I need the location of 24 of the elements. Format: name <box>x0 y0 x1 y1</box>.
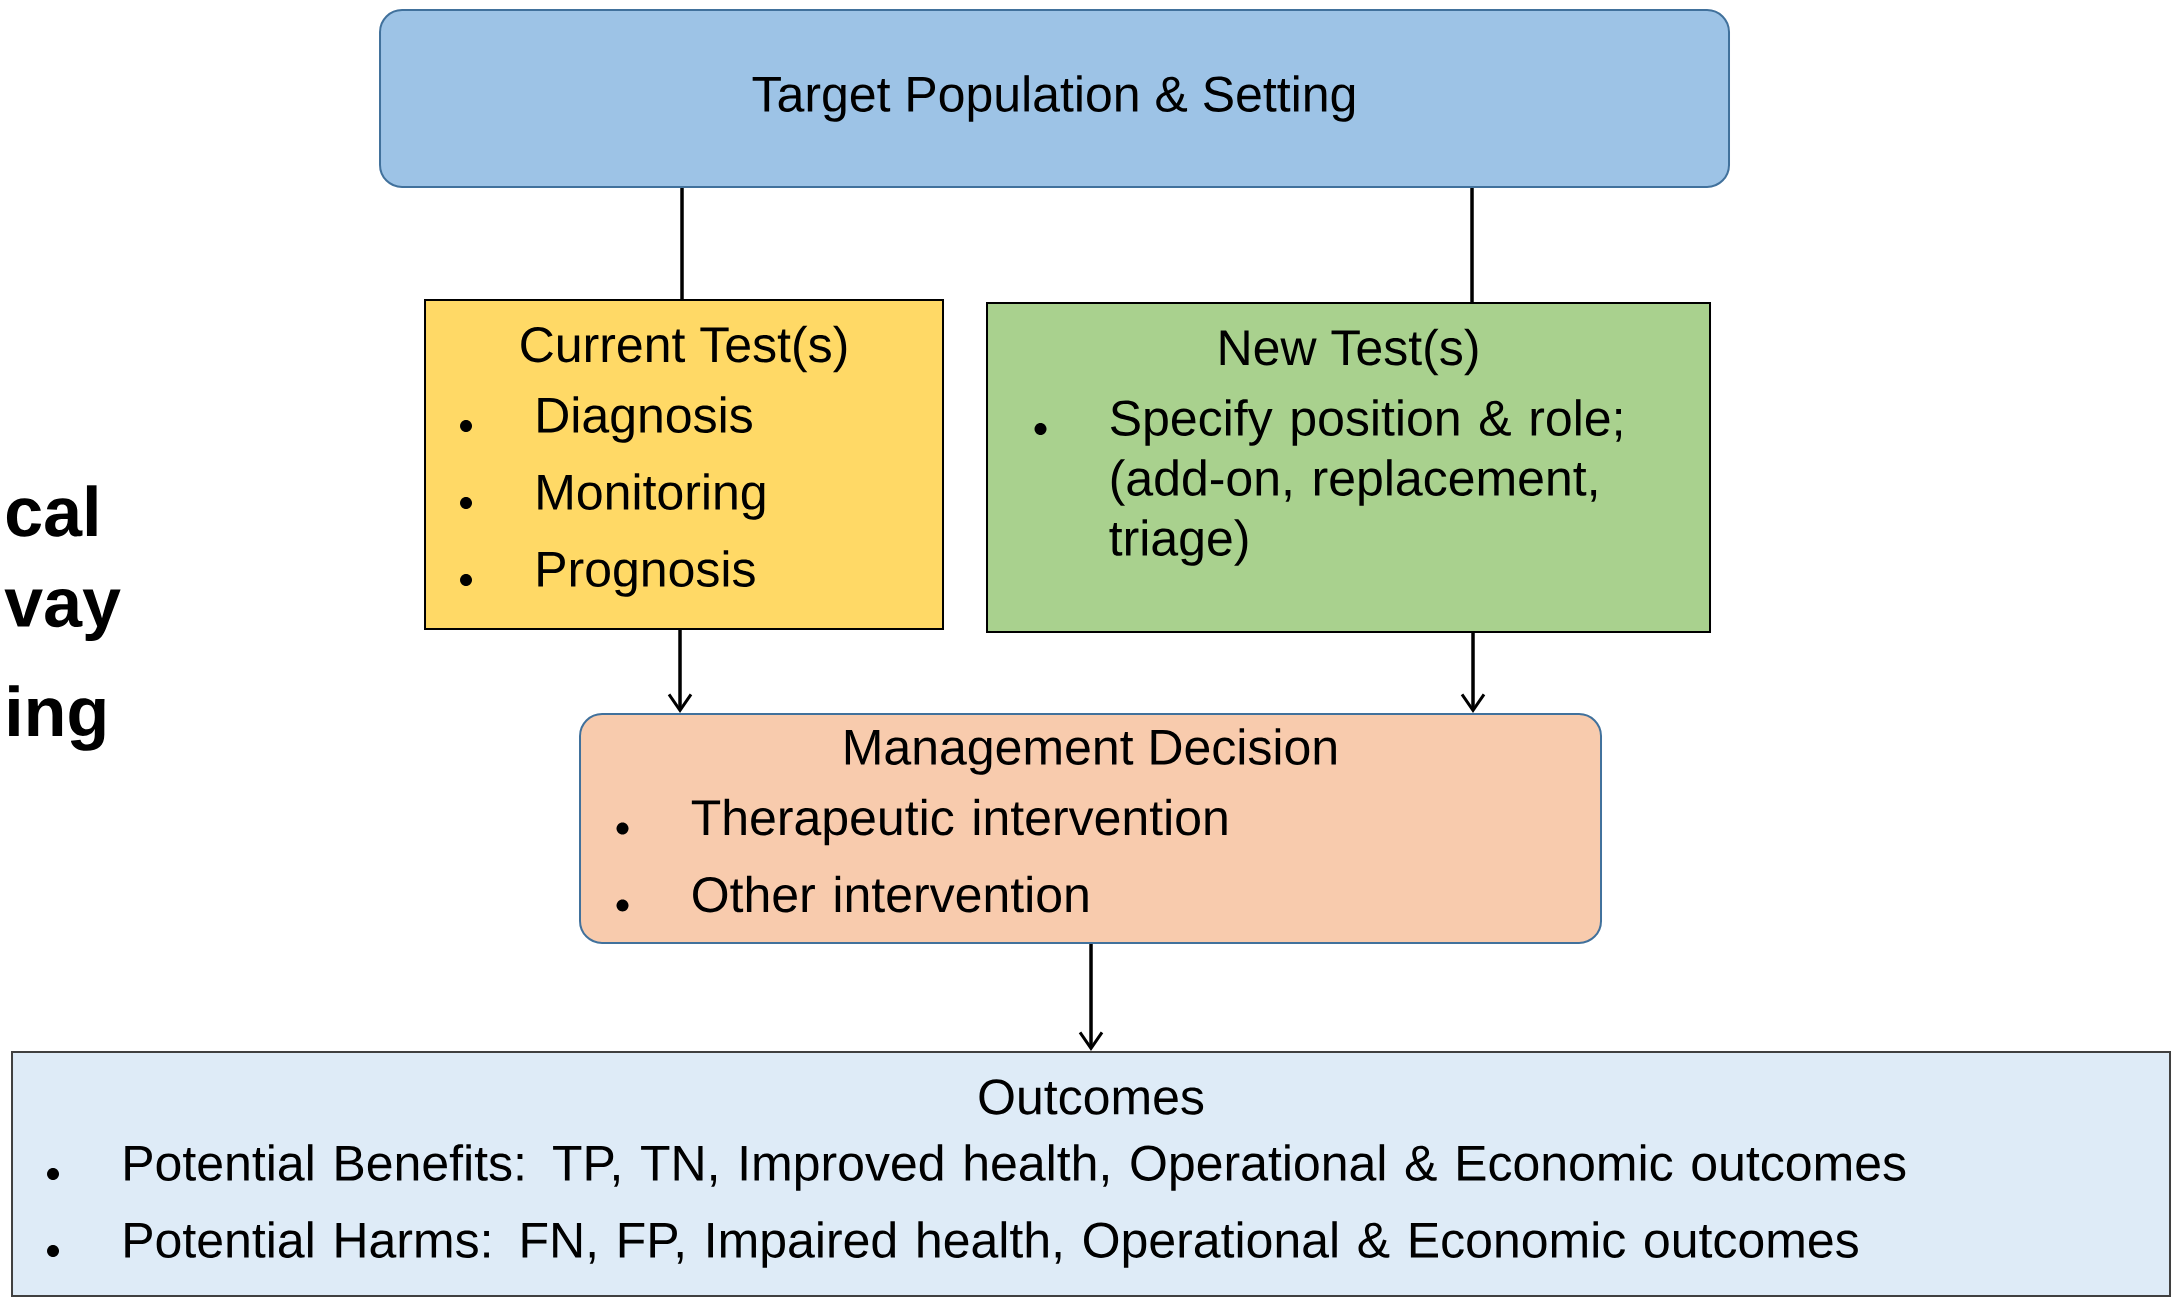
title-fragment: vay <box>4 588 121 642</box>
arrow <box>1078 944 1104 1051</box>
heading: Management Decision <box>845 728 1336 775</box>
process-box <box>424 299 944 630</box>
bullet-item: Potential Benefits: TP, TN, Improved health, Operational & Economic outcomes <box>125 1144 1906 1191</box>
process-box <box>379 9 1730 188</box>
outcome-box <box>11 1051 2171 1297</box>
heading: New Test(s) <box>1220 328 1478 376</box>
bullet-item: Diagnosis <box>538 396 752 443</box>
bullet-item: Other intervention <box>693 875 1088 913</box>
heading: Current Test(s) <box>521 325 847 373</box>
bullet-item: Monitoring <box>538 473 765 520</box>
arrow <box>1460 633 1486 713</box>
bullet-item: Therapeutic intervention <box>691 798 1227 846</box>
title-fragment: cal <box>6 485 97 537</box>
decision-box <box>579 713 1602 944</box>
heading: Outcomes <box>979 1079 1204 1115</box>
bullet-item: Prognosis <box>538 550 755 597</box>
process-box <box>986 302 1711 633</box>
title-fragment: ing <box>9 685 105 751</box>
bullet-item: Specify position & role; (add-on, replacement, triage) <box>1109 399 1621 566</box>
heading: Target Population & Setting <box>752 75 1355 122</box>
bullet-item: Potential Harms: FN, FP, Impaired health, Operational & Economic outcomes <box>125 1221 1858 1268</box>
arrow <box>667 630 693 713</box>
